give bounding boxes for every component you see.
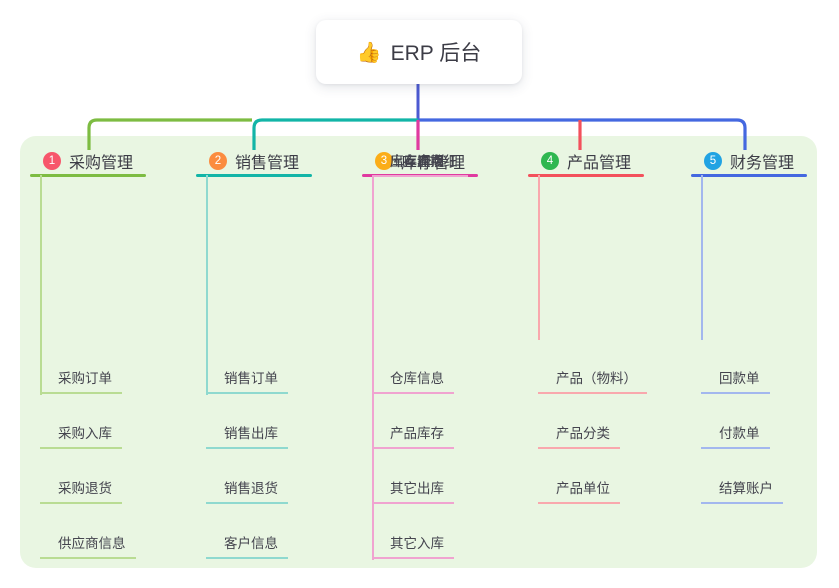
thumbs-up-icon: 👍 — [356, 41, 382, 64]
badge-1: 1 — [43, 152, 61, 170]
mindmap-canvas — [20, 136, 817, 568]
branch-node-product[interactable]: 4 产品管理 — [528, 148, 644, 174]
branch-node-finance[interactable]: 5 财务管理 — [691, 148, 807, 174]
branch-label: 库存管理 — [401, 155, 466, 172]
branch-spine — [701, 175, 703, 340]
branch-label: 财务管理 — [730, 155, 795, 172]
child-node[interactable]: 产品（物料） — [538, 365, 647, 394]
child-node[interactable]: 其它入库 — [372, 530, 454, 559]
branch-node-purchase[interactable]: 1 采购管理 — [30, 148, 146, 174]
child-node[interactable]: 其它出库 — [372, 475, 454, 504]
child-node[interactable]: 回款单 — [701, 365, 770, 394]
child-node[interactable]: 销售订单 — [206, 365, 288, 394]
child-node[interactable]: 产品库存 — [372, 420, 454, 449]
child-node[interactable]: 产品分类 — [538, 420, 620, 449]
branch-underline — [196, 174, 312, 177]
root-node-label: ERP 后台 — [390, 42, 482, 65]
branch-node-inventory[interactable]: 3 库存管理 — [362, 148, 478, 174]
branch-underline — [691, 174, 807, 177]
child-node[interactable]: 采购入库 — [40, 420, 122, 449]
child-node[interactable]: 付款单 — [701, 420, 770, 449]
badge-3: 3 — [375, 152, 393, 170]
child-node[interactable]: 销售退货 — [206, 475, 288, 504]
branch-spine — [40, 175, 42, 395]
branch-label: 产品管理 — [567, 155, 632, 172]
child-node[interactable]: 供应商信息 — [40, 530, 136, 559]
branch-spine — [538, 175, 540, 340]
child-node[interactable]: 客户信息 — [206, 530, 288, 559]
branch-underline — [528, 174, 644, 177]
branch-label: 采购管理 — [69, 155, 134, 172]
child-node[interactable]: 结算账户 — [701, 475, 783, 504]
root-node-erp[interactable]: 👍 ERP 后台 — [316, 20, 522, 84]
branch-underline — [30, 174, 146, 177]
child-node[interactable]: 销售出库 — [206, 420, 288, 449]
branch-spine — [206, 175, 208, 395]
child-node[interactable]: 仓库信息 — [372, 365, 454, 394]
child-node[interactable]: 出库库明细 — [372, 148, 468, 177]
badge-2: 2 — [209, 152, 227, 170]
branch-node-sales[interactable]: 2 销售管理 — [196, 148, 312, 174]
branch-label: 销售管理 — [235, 155, 300, 172]
badge-5: 5 — [704, 152, 722, 170]
child-node[interactable]: 采购退货 — [40, 475, 122, 504]
child-node[interactable]: 产品单位 — [538, 475, 620, 504]
child-node[interactable]: 采购订单 — [40, 365, 122, 394]
badge-4: 4 — [541, 152, 559, 170]
branch-spine — [372, 175, 374, 560]
